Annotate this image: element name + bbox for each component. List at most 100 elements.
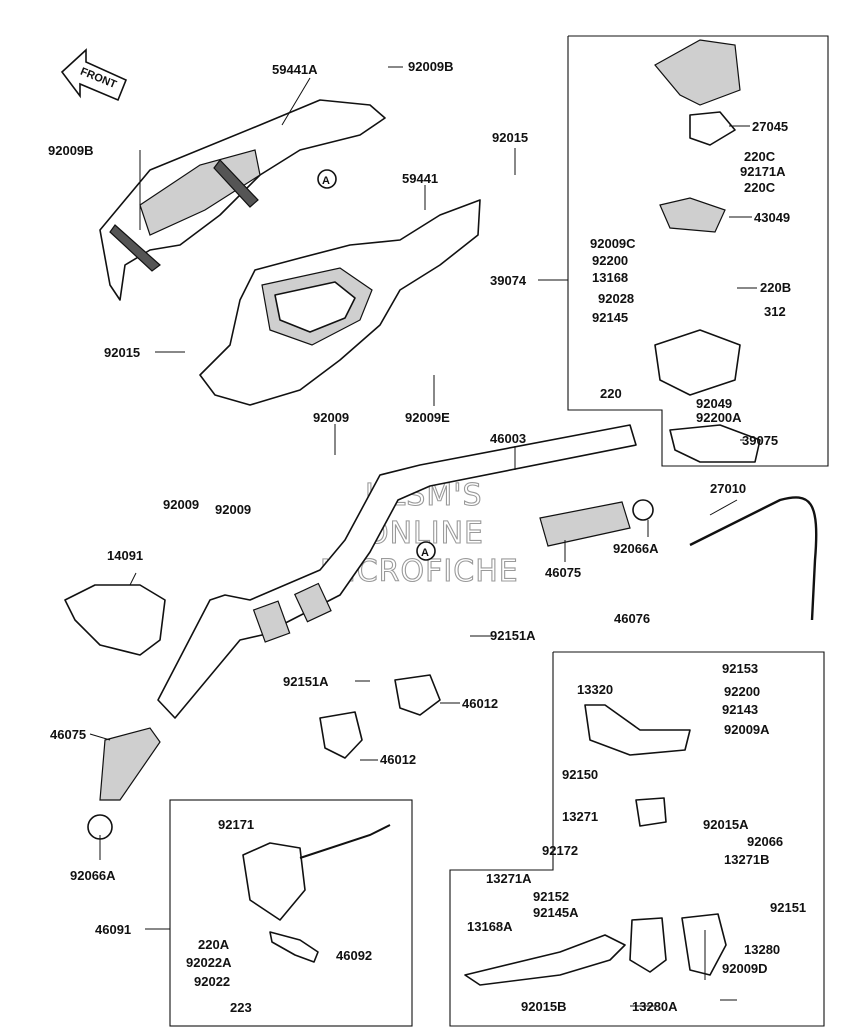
label-46012-b: 46012 [380,752,416,767]
label-43049: 43049 [754,210,790,225]
label-92153: 92153 [722,661,758,676]
label-13168: 13168 [592,270,628,285]
label-92022A: 92022A [186,955,232,970]
label-39074: 39074 [490,273,527,288]
clamp-lower-46012 [319,711,363,759]
bracket-46092 [269,931,319,963]
label-46091: 46091 [95,922,131,937]
label-92172: 92172 [542,843,578,858]
label-92009E: 92009E [405,410,450,425]
label-59441A: 59441A [272,62,318,77]
grip-left-46075 [99,727,161,801]
left-switch-wire [299,824,391,859]
label-92015-top: 92015 [492,130,528,145]
leader-lines [89,66,757,1007]
label-13280A: 13280A [632,999,678,1014]
lever-assembly-box [449,651,825,1027]
label-92009B-left: 92009B [48,143,94,158]
callout-a-upper: A [317,169,337,189]
label-92009B-top: 92009B [408,59,454,74]
left-switch-box [169,799,413,1027]
label-92009-b: 92009 [215,502,251,517]
label-92028: 92028 [598,291,634,306]
label-46012-a: 46012 [462,696,498,711]
label-46075-left: 46075 [50,727,86,742]
label-92145: 92145 [592,310,628,325]
label-13320: 13320 [577,682,613,697]
lever-13168A [464,934,626,986]
label-92200-b: 92200 [724,684,760,699]
label-14091: 14091 [107,548,143,563]
callout-a-lower: A [416,541,436,561]
switch-assembly-box [567,35,829,467]
switch-housing-27045 [654,39,741,106]
label-223: 223 [230,1000,252,1015]
label-92066A-right: 92066A [613,541,659,556]
handlebar-46003 [157,424,637,719]
label-220B: 220B [760,280,791,295]
label-92066: 92066 [747,834,783,849]
lever-39075 [669,424,761,463]
label-13271B: 13271B [724,852,770,867]
label-46075-right: 46075 [545,565,581,580]
label-92015B: 92015B [521,999,567,1014]
label-92145A: 92145A [533,905,579,920]
label-92151: 92151 [770,900,806,915]
label-92200-a: 92200 [592,253,628,268]
front-arrow-icon: FRONT [60,48,128,102]
callout-a-lower-label: A [421,547,429,559]
label-92151A-a: 92151A [490,628,536,643]
cover-43049 [659,197,726,233]
label-13271A: 13271A [486,871,532,886]
label-13280: 13280 [744,942,780,957]
label-46076: 46076 [614,611,650,626]
label-13168A: 13168A [467,919,513,934]
label-92022: 92022 [194,974,230,989]
label-92151A-b: 92151A [283,674,329,689]
label-220A: 220A [198,937,230,952]
label-92009-a: 92009 [163,497,199,512]
label-92152: 92152 [533,889,569,904]
label-92066A-left: 92066A [70,868,116,883]
end-cap-right-92066A [632,499,654,521]
label-92143: 92143 [722,702,758,717]
label-92171: 92171 [218,817,254,832]
holder-13280 [681,913,727,976]
label-92150: 92150 [562,767,598,782]
label-312: 312 [764,304,786,319]
switch-27045 [689,111,736,146]
label-92200A: 92200A [696,410,742,425]
label-39075: 39075 [742,433,778,448]
label-46003: 46003 [490,431,526,446]
throttle-case-39074 [654,329,741,396]
label-220C-b: 220C [744,180,776,195]
grip-right-46075 [539,501,631,547]
label-46092: 46092 [336,948,372,963]
label-92009D: 92009D [722,961,768,976]
label-27045: 27045 [752,119,788,134]
label-220: 220 [600,386,622,401]
label-92009A: 92009A [724,722,770,737]
label-92171A: 92171A [740,164,786,179]
lever-13320 [584,704,691,756]
label-92015-left: 92015 [104,345,140,360]
clamp-upper-46012 [394,674,441,716]
label-92009: 92009 [313,410,349,425]
cable-27010 [689,496,818,621]
label-59441: 59441 [402,171,438,186]
left-switch-46091 [242,842,306,921]
cover-lower-59441 [199,199,481,406]
label-220C-a: 220C [744,149,776,164]
label-92009C: 92009C [590,236,636,251]
label-92049: 92049 [696,396,732,411]
label-13271: 13271 [562,809,598,824]
part-labels: 59441A 92009B 92009B 92015 59441 92015 9… [48,59,806,1015]
bracket-13271 [635,797,667,827]
label-92015A: 92015A [703,817,749,832]
part-14091 [64,584,166,656]
label-27010: 27010 [710,481,746,496]
callout-a-upper-label: A [322,175,330,187]
holder-13280A [629,917,667,973]
